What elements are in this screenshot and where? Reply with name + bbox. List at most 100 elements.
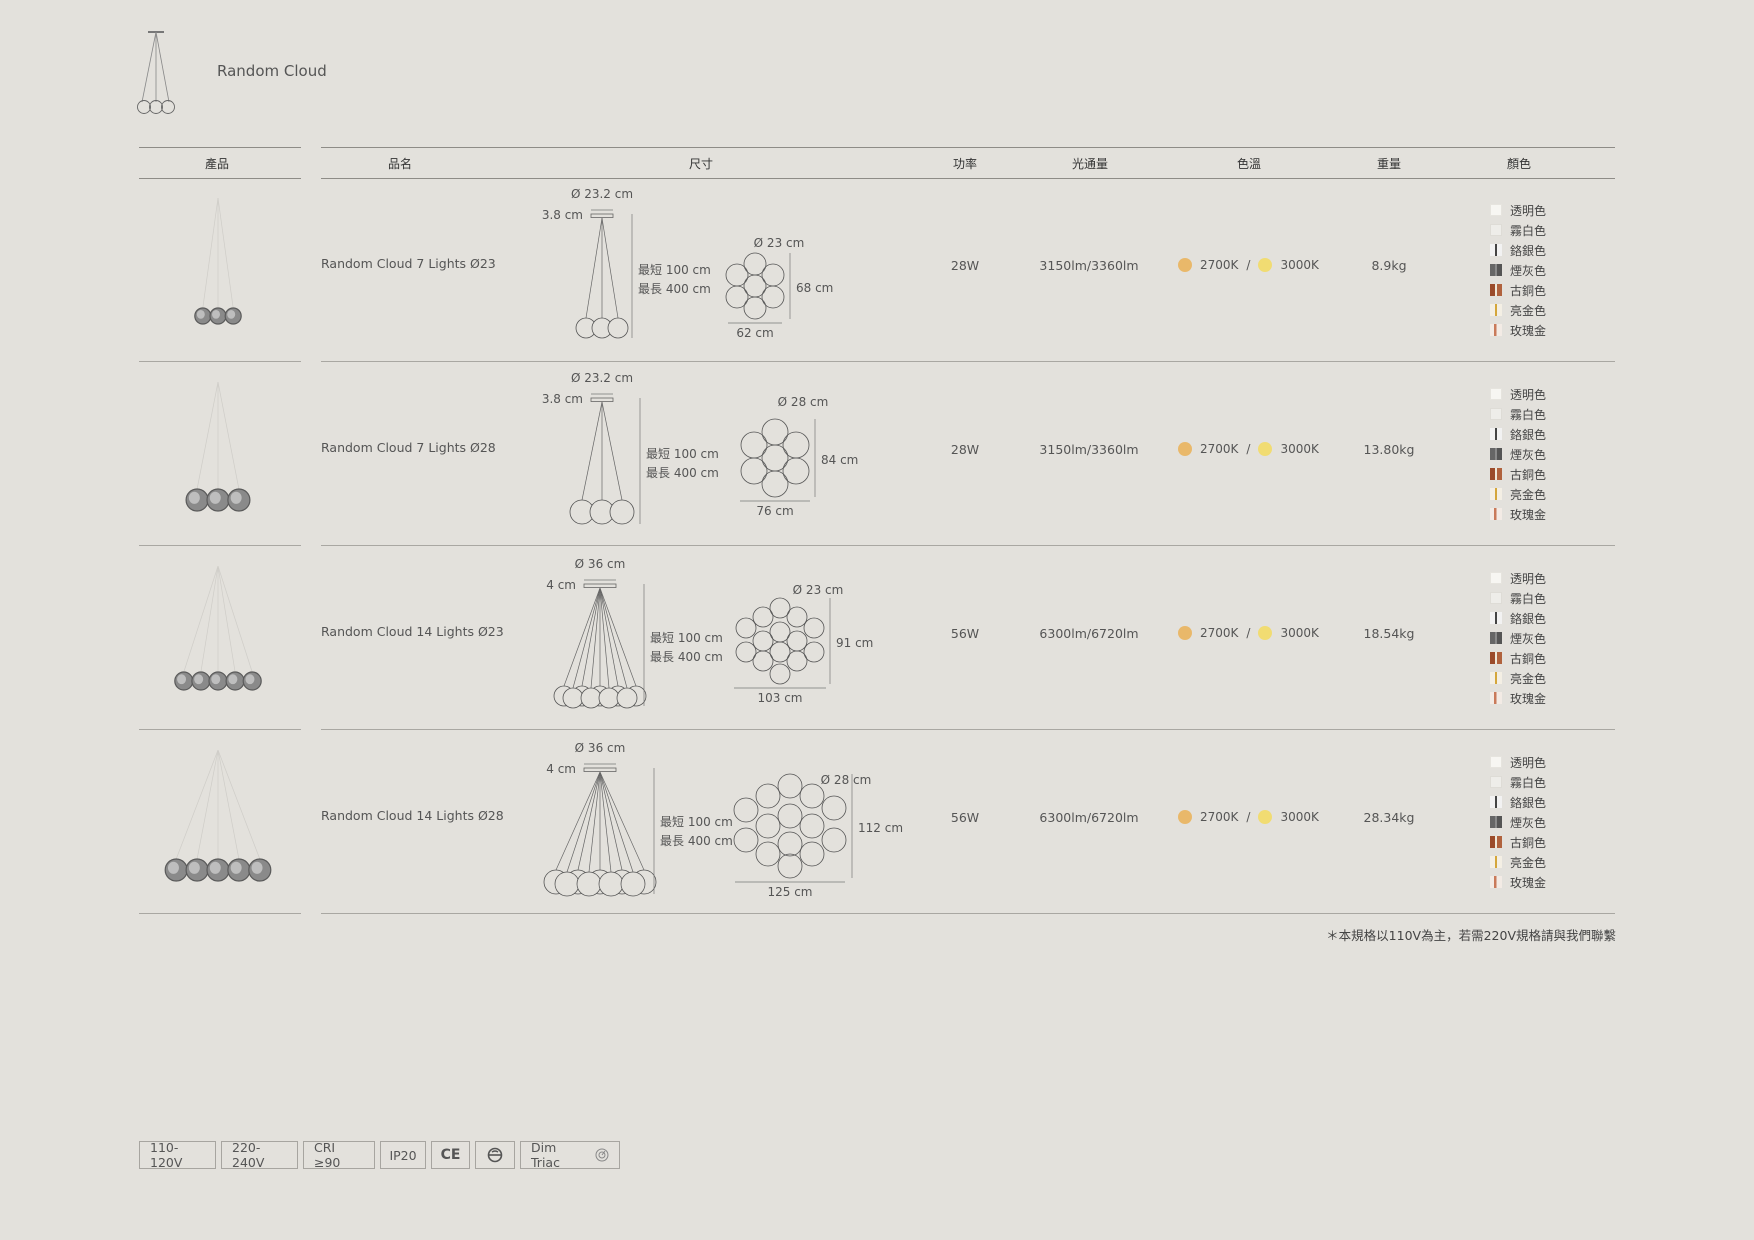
color-temperature: 2700K/3000K — [1178, 442, 1327, 456]
color-temperature: 2700K/3000K — [1178, 626, 1327, 640]
color-option-label: 透明色 — [1510, 571, 1547, 586]
color-option: 古銅色 — [1490, 648, 1546, 668]
max-length-label: 最長 400 cm — [646, 466, 719, 480]
footnote: ＊本規格以110V為主，若需220V規格請與我們聯繫 — [1326, 928, 1616, 943]
warm-light-dot-icon — [1178, 810, 1192, 824]
cluster-width-label: 103 cm — [757, 691, 802, 705]
color-option-label: 鉻銀色 — [1510, 427, 1547, 442]
badge-voltage-220: 220-240V — [221, 1140, 298, 1170]
bronze-swatch-icon — [1490, 836, 1502, 848]
weight-value: 13.80kg — [1363, 442, 1415, 457]
rose-gold-swatch-icon — [1490, 508, 1502, 520]
canopy-height-label: 3.8 cm — [542, 208, 583, 222]
canopy-height-label: 4 cm — [546, 578, 576, 592]
col-color: 顏色 — [1506, 157, 1532, 171]
bronze-swatch-icon — [1490, 468, 1502, 480]
neutral-light-dot-icon — [1258, 442, 1273, 456]
smoke-grey-swatch-icon — [1490, 816, 1502, 828]
color-option-label: 古銅色 — [1510, 283, 1547, 298]
color-option-label: 玫瑰金 — [1510, 691, 1547, 706]
page-title: Random Cloud — [217, 62, 327, 80]
max-length-label: 最長 400 cm — [638, 282, 711, 296]
canopy-diameter-label: Ø 23.2 cm — [571, 371, 633, 385]
dimmer-icon — [595, 1148, 609, 1162]
warm-light-dot-icon — [1178, 442, 1192, 456]
rose-gold-swatch-icon — [1490, 324, 1502, 336]
clear-swatch-icon — [1490, 388, 1502, 400]
color-option-label: 透明色 — [1510, 755, 1547, 770]
color-option: 霧白色 — [1490, 404, 1546, 424]
certification-badges: 110-120V 220-240V CRI ≥90 IP20 CE Dim Tr… — [139, 1140, 620, 1170]
color-options: 透明色霧白色鉻銀色煙灰色古銅色亮金色玫瑰金 — [1490, 568, 1546, 708]
min-length-label: 最短 100 cm — [650, 631, 723, 645]
cluster-width-label: 76 cm — [756, 504, 793, 518]
color-option-label: 亮金色 — [1510, 303, 1547, 318]
cct-separator: / — [1246, 810, 1251, 824]
row-divider — [139, 545, 301, 546]
cct-warm: 2700K — [1200, 442, 1239, 456]
row-divider — [139, 913, 301, 914]
color-option-label: 鉻銀色 — [1510, 795, 1547, 810]
clear-swatch-icon — [1490, 756, 1502, 768]
smoke-grey-swatch-icon — [1490, 264, 1502, 276]
color-option-label: 亮金色 — [1510, 855, 1547, 870]
color-option-label: 煙灰色 — [1510, 631, 1547, 646]
product-thumbnail — [174, 566, 262, 691]
power-value: 28W — [950, 442, 980, 457]
col-product: 產品 — [204, 157, 230, 171]
frost-white-swatch-icon — [1490, 776, 1502, 788]
canopy-height-label: 4 cm — [546, 762, 576, 776]
col-size: 尺寸 — [688, 157, 714, 171]
badge-cri: CRI ≥90 — [303, 1140, 375, 1170]
color-option: 亮金色 — [1490, 852, 1546, 872]
color-option: 亮金色 — [1490, 668, 1546, 688]
col-weight: 重量 — [1376, 157, 1402, 171]
product-thumbnail — [194, 198, 242, 325]
color-option-label: 透明色 — [1510, 203, 1547, 218]
color-option: 鉻銀色 — [1490, 424, 1546, 444]
color-option: 霧白色 — [1490, 772, 1546, 792]
gold-swatch-icon — [1490, 304, 1502, 316]
color-option-label: 玫瑰金 — [1510, 875, 1547, 890]
color-option-label: 煙灰色 — [1510, 263, 1547, 278]
globe-diameter-label: Ø 23 cm — [793, 583, 844, 597]
row-divider — [321, 729, 1615, 730]
cct-separator: / — [1246, 258, 1251, 272]
cct-warm: 2700K — [1200, 810, 1239, 824]
bronze-swatch-icon — [1490, 284, 1502, 296]
color-temperature: 2700K/3000K — [1178, 258, 1327, 272]
cct-neutral: 3000K — [1280, 442, 1319, 456]
neutral-light-dot-icon — [1258, 626, 1273, 640]
badge-dim-triac: Dim Triac — [520, 1140, 620, 1170]
max-length-label: 最長 400 cm — [660, 834, 733, 848]
globe-diameter-label: Ø 28 cm — [821, 773, 872, 787]
color-option: 煙灰色 — [1490, 628, 1546, 648]
cluster-width-label: 62 cm — [736, 326, 773, 340]
power-value: 56W — [950, 626, 980, 641]
frost-white-swatch-icon — [1490, 224, 1502, 236]
color-option-label: 透明色 — [1510, 387, 1547, 402]
cct-neutral: 3000K — [1280, 626, 1319, 640]
color-option: 透明色 — [1490, 568, 1546, 588]
chrome-silver-swatch-icon — [1490, 796, 1502, 808]
globe-diameter-label: Ø 28 cm — [778, 395, 829, 409]
col-name: 品名 — [387, 157, 413, 171]
color-option-label: 霧白色 — [1510, 223, 1547, 238]
color-option: 煙灰色 — [1490, 444, 1546, 464]
color-temperature: 2700K/3000K — [1178, 810, 1327, 824]
color-option: 霧白色 — [1490, 588, 1546, 608]
cluster-height-label: 84 cm — [821, 453, 858, 467]
chrome-silver-swatch-icon — [1490, 428, 1502, 440]
weight-value: 8.9kg — [1371, 258, 1407, 273]
color-option-label: 玫瑰金 — [1510, 507, 1547, 522]
lumen-value: 3150lm/3360lm — [1039, 258, 1139, 273]
color-options: 透明色霧白色鉻銀色煙灰色古銅色亮金色玫瑰金 — [1490, 200, 1546, 340]
smoke-grey-swatch-icon — [1490, 632, 1502, 644]
cluster-height-label: 68 cm — [796, 281, 833, 295]
cct-neutral: 3000K — [1280, 258, 1319, 272]
color-option: 透明色 — [1490, 384, 1546, 404]
globe-diameter-label: Ø 23 cm — [754, 236, 805, 250]
